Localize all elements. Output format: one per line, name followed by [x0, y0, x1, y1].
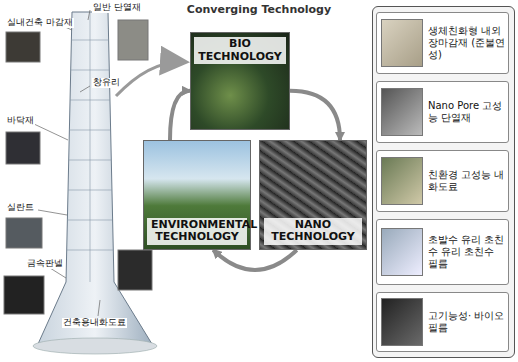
technology-label: BIO TECHNOLOGY — [194, 37, 286, 64]
part-label: 금속판넬 — [26, 259, 64, 269]
product-photo — [381, 228, 423, 276]
technology-image-box: NANO TECHNOLOGY — [259, 140, 367, 250]
product-box: 고기능성· 바이오필름 — [376, 292, 509, 352]
part-label: 건축용내화도료 — [62, 318, 127, 328]
part-label: 일반 단열재 — [92, 3, 142, 13]
technology-image-box: BIO TECHNOLOGY — [190, 32, 290, 130]
product-box: 친환경 고성능 내화도료 — [376, 150, 509, 212]
part-label: 실란트 — [6, 203, 35, 213]
product-photo — [381, 19, 423, 67]
technology-image-box: ENVIRONMENTAL TECHNOLOGY — [143, 140, 251, 250]
part-label: 실내건축 마감재 — [6, 18, 74, 28]
product-photo — [381, 88, 423, 136]
product-photo — [381, 298, 423, 346]
product-photo — [381, 157, 423, 205]
product-box: 초발수 유리 초친수 유리 초친수 필름 — [376, 219, 509, 285]
product-label: 생체친화형 내외장마감재 (준불연성) — [428, 22, 508, 64]
technology-label: ENVIRONMENTAL TECHNOLOGY — [147, 218, 247, 245]
product-label: 고기능성· 바이오필름 — [428, 307, 508, 337]
product-label: Nano Pore 고성능 단열재 — [428, 97, 508, 127]
cycle-arrow — [213, 250, 297, 270]
cycle-arrow — [290, 91, 340, 140]
part-label: 창유리 — [92, 78, 121, 88]
product-box: 생체친화형 내외장마감재 (준불연성) — [376, 12, 509, 74]
part-label: 바닥재 — [6, 116, 35, 126]
product-label: 친환경 고성능 내화도료 — [428, 166, 508, 196]
technology-label: NANO TECHNOLOGY — [264, 218, 362, 245]
product-box: Nano Pore 고성능 단열재 — [376, 81, 509, 143]
cycle-arrow — [170, 91, 190, 140]
product-label: 초발수 유리 초친수 유리 초친수 필름 — [428, 231, 508, 273]
